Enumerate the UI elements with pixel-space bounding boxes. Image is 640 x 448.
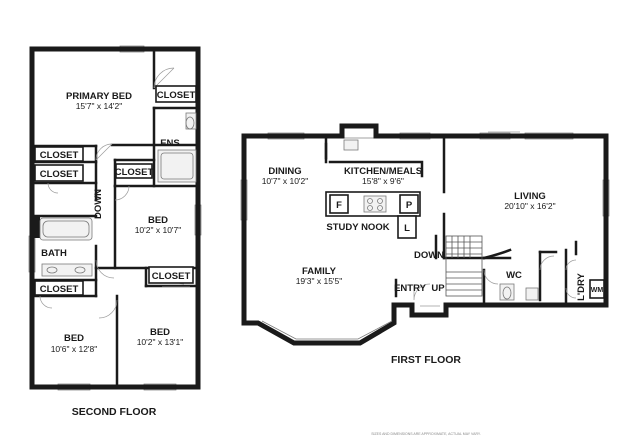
linen-label: L bbox=[404, 223, 410, 234]
stair-label-down: DOWN bbox=[414, 250, 444, 261]
kitchen-counter bbox=[324, 139, 424, 178]
washing-machine-label: WM bbox=[591, 287, 604, 294]
linen-box bbox=[397, 215, 417, 239]
room-name-bed-left: BED bbox=[64, 333, 84, 344]
first-floor-doors bbox=[413, 131, 577, 307]
room-name-living: LIVING bbox=[514, 191, 546, 202]
room-name-bath: BATH bbox=[41, 248, 67, 259]
fridge-label: F bbox=[336, 200, 342, 211]
burner bbox=[377, 205, 383, 211]
room-name-kitchen: KITCHEN/MEALS bbox=[344, 166, 422, 177]
room-name-wc: WC bbox=[506, 270, 522, 281]
closet-center-box bbox=[115, 163, 153, 179]
room-dims-dining: 10'7" x 10'2" bbox=[262, 176, 309, 186]
pantry-label: P bbox=[406, 200, 413, 211]
room-dims-living: 20'10" x 16'2" bbox=[504, 201, 555, 211]
room-dims-bed-middle: 10'2" x 10'7" bbox=[135, 225, 182, 235]
room-name-closet-upper-left: CLOSET bbox=[40, 150, 79, 161]
floor-title-first: FIRST FLOOR bbox=[391, 354, 461, 366]
room-dims-family: 19'3" x 15'5" bbox=[296, 276, 343, 286]
stair-opening bbox=[33, 216, 40, 238]
room-dims-bed-left: 10'6" x 12'8" bbox=[51, 344, 98, 354]
first-floor-stairs bbox=[445, 235, 483, 297]
room-name-laundry: L'DRY bbox=[576, 272, 587, 300]
closet-left-box bbox=[34, 164, 84, 182]
dimensions-disclaimer: SIZES AND DIMENSIONS ARE APPROXIMATE, AC… bbox=[371, 432, 481, 436]
burner bbox=[377, 198, 383, 204]
room-dims-primary-bed: 15'7" x 14'2" bbox=[76, 101, 123, 111]
pantry-box bbox=[399, 194, 419, 214]
room-dims-kitchen: 15'8" x 9'6" bbox=[362, 176, 404, 186]
burner bbox=[367, 198, 373, 204]
room-dims-bed-right: 10'2" x 13'1" bbox=[137, 337, 184, 347]
burner bbox=[367, 205, 373, 211]
wc-basin bbox=[525, 287, 539, 301]
wc-toilet bbox=[499, 283, 515, 301]
room-name-ens: ENS bbox=[160, 138, 180, 149]
floor-title-second: SECOND FLOOR bbox=[72, 406, 157, 418]
room-name-closet-left: CLOSET bbox=[40, 169, 79, 180]
fridge-box bbox=[329, 194, 349, 214]
room-name-closet-primary: CLOSET bbox=[157, 90, 196, 101]
closet-primary-box bbox=[155, 85, 197, 103]
room-name-bed-middle: BED bbox=[148, 215, 168, 226]
closet-right-box bbox=[148, 266, 194, 284]
cooktop bbox=[363, 195, 387, 213]
room-name-dining: DINING bbox=[268, 166, 301, 177]
room-name-closet-lower-left: CLOSET bbox=[40, 284, 79, 295]
room-name-entry: ENTRY bbox=[394, 283, 427, 294]
closet-lower-left-box bbox=[34, 280, 84, 296]
stair-label-up: UP bbox=[431, 283, 445, 294]
room-name-family: FAMILY bbox=[302, 266, 337, 277]
bay-window-sill bbox=[261, 320, 393, 340]
stair-label-down: DOWN bbox=[93, 189, 104, 219]
first-floor-plan: F P L bbox=[240, 123, 610, 366]
second-floor-outer-wall bbox=[29, 46, 201, 390]
room-name-primary-bed: PRIMARY BED bbox=[66, 91, 132, 102]
first-floor-outer-wall bbox=[241, 123, 609, 346]
washing-machine-box bbox=[589, 279, 605, 299]
room-name-bed-right: BED bbox=[150, 327, 170, 338]
first-floor-interior-walls bbox=[324, 134, 578, 307]
room-name-closet-right: CLOSET bbox=[152, 271, 191, 282]
room-name-closet-center: CLOSET bbox=[115, 167, 154, 178]
second-floor-fixtures bbox=[39, 112, 197, 277]
wc-bowl bbox=[502, 286, 512, 300]
room-name-study-nook: STUDY NOOK bbox=[326, 222, 389, 233]
second-floor-plan: PRIMARY BED 15'7" x 14'2" CLOSET ENS CLO… bbox=[28, 45, 202, 418]
closet-upper-left-box bbox=[34, 146, 84, 162]
